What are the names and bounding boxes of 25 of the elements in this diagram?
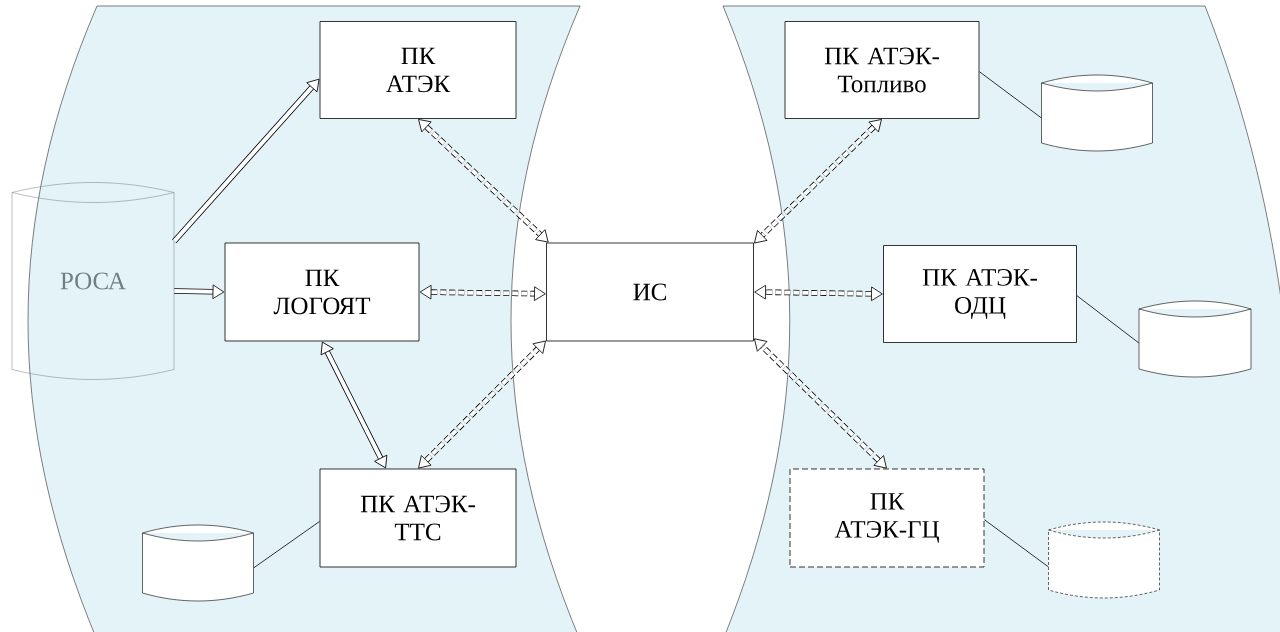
double-arrow <box>174 284 225 300</box>
connector-line <box>253 521 320 569</box>
double-arrow <box>419 284 546 301</box>
double-arrow <box>320 341 388 469</box>
double-arrow <box>754 119 882 244</box>
process-box: ПК ЛОГОЯТ <box>224 242 420 342</box>
process-box: ПК АТЭК-ОДЦ <box>883 245 1077 343</box>
database-cylinder: РОСА <box>11 182 175 380</box>
database-cylinder <box>1041 74 1153 152</box>
double-arrow <box>418 340 546 469</box>
connector-line <box>984 519 1049 568</box>
double-arrow <box>754 284 883 302</box>
connector-line <box>1076 295 1140 344</box>
connector-line <box>979 71 1042 119</box>
process-box: ПК АТЭК <box>319 21 517 119</box>
double-arrow <box>418 119 549 243</box>
database-cylinder <box>142 524 254 602</box>
double-arrow <box>172 78 320 244</box>
double-arrow <box>754 338 887 469</box>
process-box: ПК АТЭК-Топливо <box>784 21 980 119</box>
process-box: ИС <box>546 242 754 342</box>
database-cylinder <box>1048 521 1160 599</box>
process-box: ПК АТЭК-ГЦ <box>789 468 985 568</box>
process-box: ПК АТЭК-ТТС <box>319 468 517 568</box>
database-cylinder <box>1138 300 1252 378</box>
